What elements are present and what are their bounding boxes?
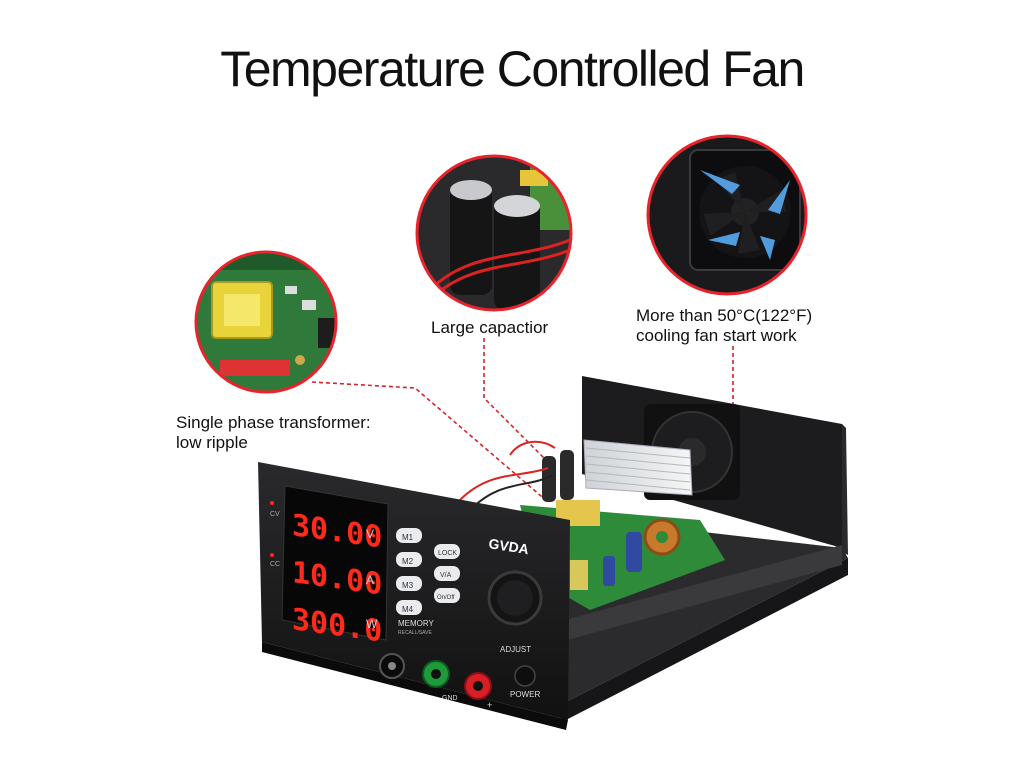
callout-connectors [311, 338, 734, 503]
cv-label: CV [270, 511, 280, 518]
memory-sub-label: RECALL/SAVE [398, 630, 432, 636]
airflow-arrow-icon-2 [768, 180, 790, 214]
va-button[interactable] [434, 566, 460, 581]
m3-label: M3 [402, 581, 414, 590]
m2-label: M2 [402, 557, 414, 566]
heatsink [583, 439, 693, 496]
binding-posts: GND + [379, 653, 492, 710]
power-unit: W [366, 617, 378, 631]
power-button[interactable] [514, 665, 536, 687]
adjust-label: ADJUST [500, 645, 531, 654]
airflow-arrow-icon-3 [708, 232, 740, 246]
airflow-arrow-icon-4 [760, 236, 775, 260]
gnd-label: GND [442, 695, 458, 702]
zoom-capacitor [415, 154, 573, 312]
memory-buttons: M1 M2 M3 M4 [396, 528, 422, 615]
callout-fan-line2: cooling fan start work [636, 326, 797, 345]
callout-fan: More than 50°C(122°F) cooling fan start … [636, 306, 812, 346]
page-title: Temperature Controlled Fan [220, 41, 805, 97]
function-buttons: LOCK V/A On/Off [434, 544, 460, 603]
callout-transformer-line2: low ripple [176, 433, 248, 452]
m4-label: M4 [402, 605, 414, 614]
brand-logo: GVDA [488, 535, 530, 557]
current-unit: A [366, 573, 374, 587]
lock-label: LOCK [438, 550, 457, 557]
connector-transformer [311, 381, 549, 503]
connector-capacitor [483, 338, 549, 463]
zoom-fan [646, 134, 808, 296]
m1-label: M1 [402, 533, 414, 542]
power-label: POWER [510, 690, 540, 699]
airflow-arrow-icon [700, 170, 740, 194]
onoff-label: On/Off [437, 595, 455, 601]
callout-capacitor-line1: Large capactior [431, 318, 549, 337]
m3-button[interactable] [396, 576, 422, 591]
memory-label: MEMORY [398, 619, 435, 628]
callout-capacitor: Large capactior [431, 318, 548, 338]
m1-button[interactable] [396, 528, 422, 543]
cc-label: CC [270, 561, 280, 568]
led-display [281, 485, 389, 641]
onoff-button[interactable] [434, 588, 460, 603]
m4-button[interactable] [396, 600, 422, 615]
m2-button[interactable] [396, 552, 422, 567]
lock-button[interactable] [434, 544, 460, 559]
va-label: V/A [440, 572, 452, 579]
front-panel: CV CC 30.00 10.00 300.0 V A W GVDA M1 M2… [258, 462, 570, 730]
callout-transformer: Single phase transformer: low ripple [176, 413, 371, 453]
callout-fan-line1: More than 50°C(122°F) [636, 306, 813, 325]
voltage-unit: V [366, 527, 374, 541]
callout-transformer-line1: Single phase transformer: [176, 413, 371, 432]
zoom-transformer [194, 250, 338, 394]
plus-label: + [487, 700, 492, 710]
